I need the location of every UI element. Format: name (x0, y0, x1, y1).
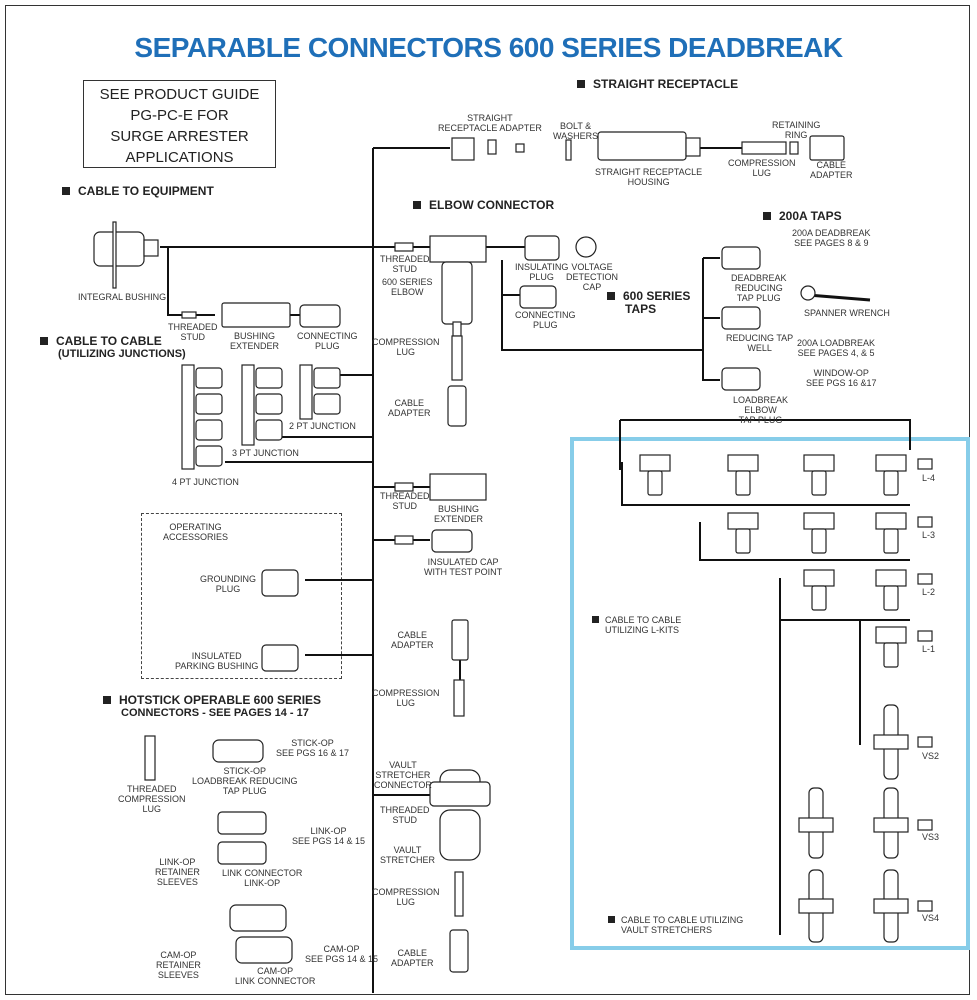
section-lkits: CABLE TO CABLE UTILIZING L-KITS (592, 615, 681, 635)
label-l1: L-1 (922, 644, 936, 654)
label-cable-adapter-3: CABLE ADAPTER (391, 630, 434, 650)
bushing-extender-art (181, 302, 341, 328)
label-vs3: VS3 (922, 832, 940, 842)
label-stick-op: STICK-OP SEE PGS 16 & 17 (276, 738, 350, 758)
page-title: SEPARABLE CONNECTORS 600 SERIES DEADBREA… (134, 32, 843, 63)
label-voltage-detection-cap: VOLTAGE DETECTION CAP (566, 262, 619, 292)
label-vault-stretcher: VAULT STRETCHER (380, 845, 436, 865)
heading-600-series-taps: 600 SERIES (607, 290, 690, 303)
note-line: SEE PRODUCT GUIDE (99, 86, 260, 103)
label-bushing-extender-1: BUSHING EXTENDER (230, 331, 280, 351)
label-insulated-cap: INSULATED CAP WITH TEST POINT (424, 557, 503, 577)
label-retaining-ring: RETAINING RING (772, 120, 821, 140)
straight-receptacle-parts (451, 131, 845, 161)
label-200a-deadbreak: 200A DEADBREAK SEE PAGES 8 & 9 (792, 228, 871, 248)
label-link-op: LINK-OP SEE PGS 14 & 15 (292, 826, 366, 846)
l-kit-highlight-box (570, 437, 970, 950)
heading-cable-to-equipment: CABLE TO EQUIPMENT (62, 185, 214, 198)
heading-hotstick: HOTSTICK OPERABLE 600 SERIES (103, 694, 321, 707)
heading-200a-taps: 200A TAPS (763, 210, 842, 223)
middle-column-art (261, 473, 491, 973)
label-compression-lug-4: COMPRESSION LUG (372, 887, 440, 907)
label-operating-accessories: OPERATING ACCESSORIES (163, 522, 229, 542)
label-2pt-junction: 2 PT JUNCTION (289, 421, 356, 431)
label-window-op: WINDOW-OP SEE PGS 16 &17 (806, 368, 877, 388)
hotstick-art (144, 735, 293, 964)
label-3pt-junction: 3 PT JUNCTION (232, 448, 299, 458)
square-bullet-icon (592, 616, 599, 623)
label-cable-adapter-2: CABLE ADAPTER (388, 398, 431, 418)
label-vs4: VS4 (922, 913, 940, 923)
heading-straight-receptacle: STRAIGHT RECEPTACLE (577, 78, 738, 91)
section-lkits-text: CABLE TO CABLE UTILIZING L-KITS (605, 615, 682, 635)
taps-art (721, 246, 871, 391)
label-link-op-sleeves: LINK-OP RETAINER SLEEVES (155, 857, 200, 887)
label-cam-op: CAM-OP SEE PGS 14 & 15 (305, 944, 379, 964)
label-compression-lug-2: COMPRESSION LUG (372, 337, 440, 357)
label-connecting-plug-1: CONNECTING PLUG (297, 331, 358, 351)
label-straight-receptacle-housing: STRAIGHT RECEPTACLE HOUSING (595, 167, 703, 187)
heading-cable-to-cable: CABLE TO CABLE (40, 335, 162, 348)
heading-elbow-connector: ELBOW CONNECTOR (413, 199, 554, 212)
label-insulated-parking: INSULATED PARKING BUSHING (175, 651, 259, 671)
note-line: APPLICATIONS (125, 149, 234, 166)
label-threaded-stud-1: THREADED STUD (168, 322, 218, 342)
product-guide-note: SEE PRODUCT GUIDE PG-PC-E FOR SURGE ARRE… (83, 80, 276, 168)
label-l3: L-3 (922, 530, 936, 540)
heading-cable-to-cable-line2: (UTILIZING JUNCTIONS) (58, 348, 186, 360)
label-reducing-tap-well: REDUCING TAP WELL (726, 333, 794, 353)
heading-hotstick-line2: CONNECTORS - SEE PAGES 14 - 17 (121, 707, 309, 719)
label-cam-op-link: CAM-OP LINK CONNECTOR (235, 966, 316, 986)
label-4pt-junction: 4 PT JUNCTION (172, 477, 239, 487)
label-grounding-plug: GROUNDING PLUG (200, 574, 256, 594)
label-vault-stretcher-connector: VAULT STRETCHER CONNECTOR (374, 760, 432, 790)
label-cable-adapter-4: CABLE ADAPTER (391, 948, 434, 968)
section-vault-stretchers: CABLE TO CABLE UTILIZING VAULT STRETCHER… (608, 915, 743, 935)
label-cable-adapter-top: CABLE ADAPTER (810, 160, 853, 180)
label-600-series-elbow: 600 SERIES ELBOW (382, 277, 433, 297)
label-compression-lug-top: COMPRESSION LUG (728, 158, 796, 178)
operating-accessories-box (141, 513, 342, 679)
label-threaded-comp-lug: THREADED COMPRESSION LUG (118, 784, 186, 814)
label-l4: L-4 (922, 473, 936, 483)
junctions-art (181, 364, 341, 470)
note-line: PG-PC-E FOR (130, 107, 229, 124)
label-200a-loadbreak: 200A LOADBREAK SEE PAGES 4, & 5 (797, 338, 876, 358)
label-loadbreak-elbow: LOADBREAK ELBOW TAP PLUG (733, 395, 789, 425)
label-threaded-stud-3: THREADED STUD (380, 491, 430, 511)
label-threaded-stud-2: THREADED STUD (380, 254, 430, 274)
elbow-connector-art (394, 235, 597, 427)
label-vs2: VS2 (922, 751, 940, 761)
label-connecting-plug-2: CONNECTING PLUG (515, 310, 576, 330)
heading-600-series-taps-line2: TAPS (625, 302, 657, 316)
label-bushing-extender-2: BUSHING EXTENDER (434, 504, 484, 524)
l-kit-grid-art (639, 454, 933, 943)
section-vs-text: CABLE TO CABLE UTILIZING VAULT STRETCHER… (621, 915, 744, 935)
label-deadbreak-reducing: DEADBREAK REDUCING TAP PLUG (731, 273, 787, 303)
label-straight-receptacle-adapter: STRAIGHT RECEPTACLE ADAPTER (438, 113, 542, 133)
label-spanner-wrench: SPANNER WRENCH (804, 308, 890, 318)
label-compression-lug-3: COMPRESSION LUG (372, 688, 440, 708)
square-bullet-icon (608, 916, 615, 923)
bus-lines (160, 147, 911, 993)
label-insulating-plug: INSULATING PLUG (515, 262, 569, 282)
label-integral-bushing: INTEGRAL BUSHING (78, 292, 167, 302)
note-line: SURGE ARRESTER (110, 128, 249, 145)
label-link-connector: LINK CONNECTOR LINK-OP (222, 868, 303, 888)
label-threaded-stud-4: THREADED STUD (380, 805, 430, 825)
integral-bushing-art (93, 221, 159, 289)
label-cam-op-sleeves: CAM-OP RETAINER SLEEVES (156, 950, 201, 980)
label-stick-op-plug: STICK-OP LOADBREAK REDUCING TAP PLUG (192, 766, 298, 796)
label-l2: L-2 (922, 587, 936, 597)
label-bolt-washers: BOLT & WASHERS (553, 121, 599, 141)
